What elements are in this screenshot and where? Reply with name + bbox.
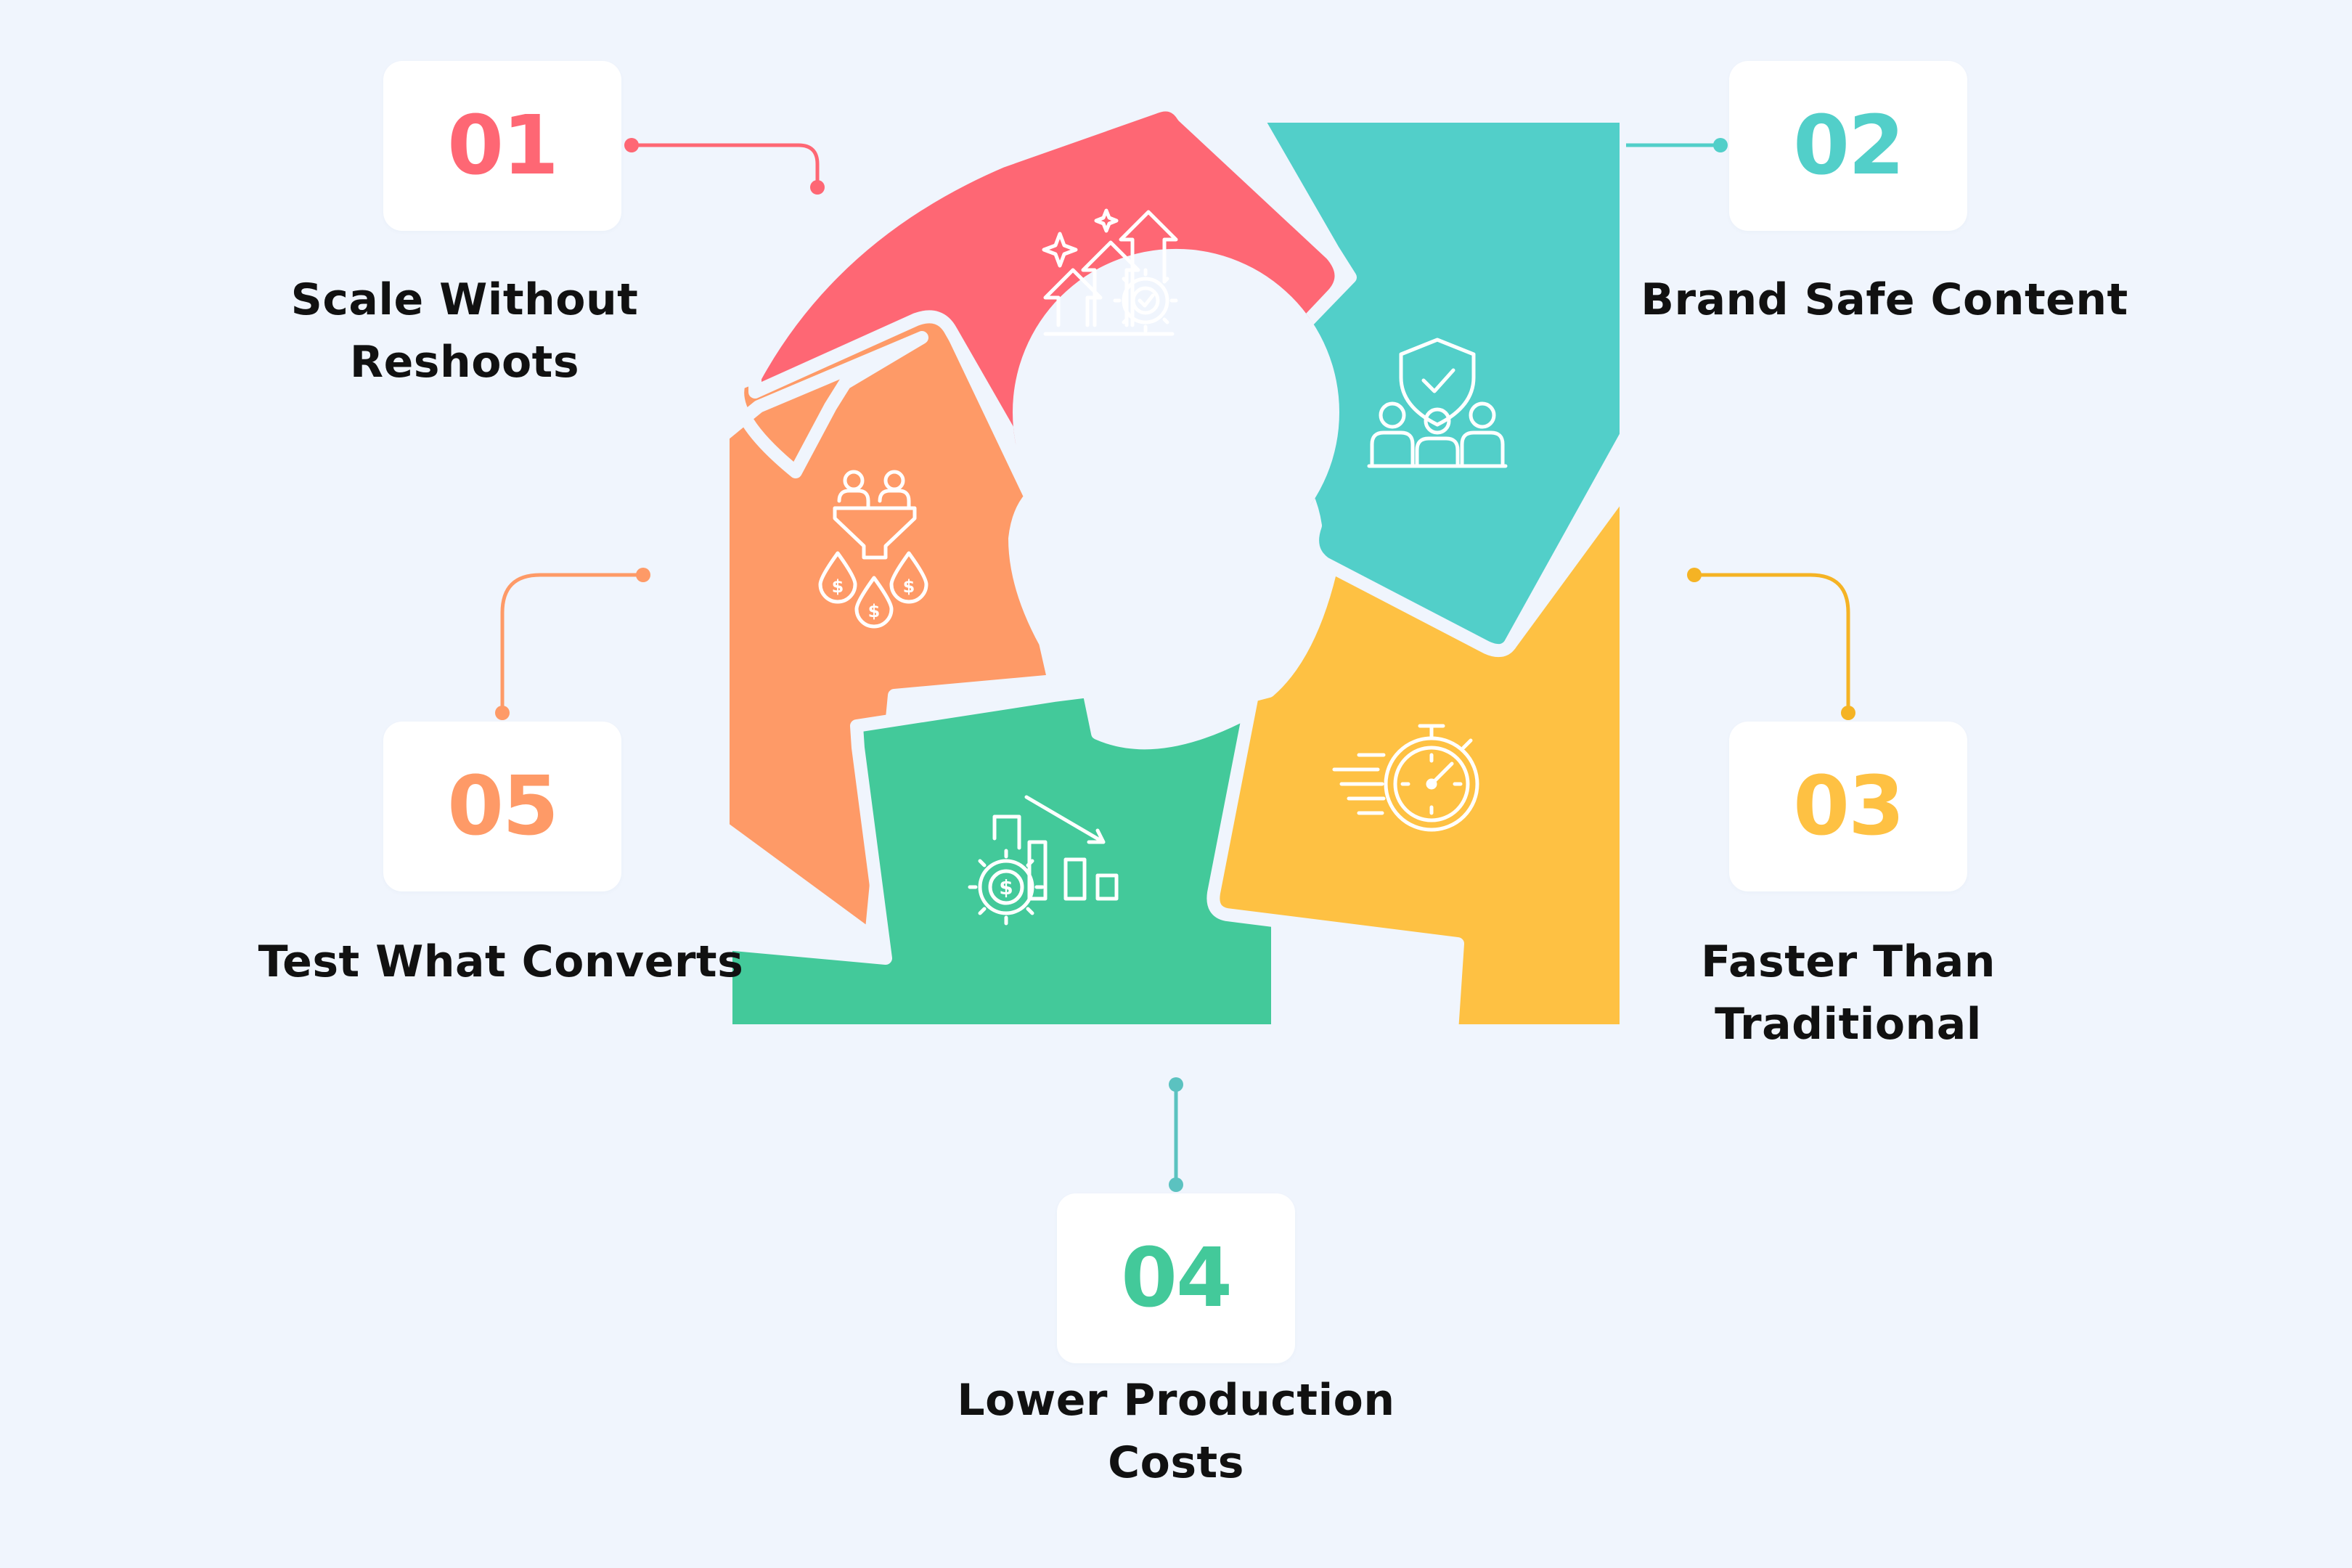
- connector-05: [495, 568, 650, 720]
- step-number-03: 03: [1729, 722, 1967, 891]
- stopwatch-speed-icon: [1332, 724, 1479, 832]
- step-label-03: Faster Than Traditional: [1701, 936, 1996, 1050]
- step-number-05: 05: [383, 722, 621, 891]
- step-label-02: Brand Safe Content: [1641, 274, 2128, 325]
- connector-03: [1687, 568, 1855, 720]
- shield-check-team-icon: [1367, 338, 1508, 468]
- segment-05: [726, 303, 1061, 943]
- svg-text:$: $: [832, 576, 844, 597]
- step-number-01: 01: [383, 61, 621, 231]
- connector-01: [624, 138, 825, 195]
- svg-text:$: $: [999, 875, 1013, 899]
- step-label-04: Lower Production Costs: [957, 1375, 1395, 1488]
- cost-decrease-chart-icon: $: [968, 795, 1119, 926]
- step-number-04: 04: [1057, 1193, 1295, 1363]
- funnel-money-icon: $ $ $: [818, 470, 928, 629]
- growth-arrows-gear-icon: [1042, 208, 1178, 336]
- step-number-02: 02: [1729, 61, 1967, 231]
- svg-text:$: $: [868, 601, 881, 621]
- step-label-05: Test What Converts: [258, 936, 744, 987]
- connector-04: [1169, 1077, 1183, 1192]
- svg-text:$: $: [903, 576, 915, 597]
- step-label-01: Scale Without Reshoots: [290, 274, 639, 388]
